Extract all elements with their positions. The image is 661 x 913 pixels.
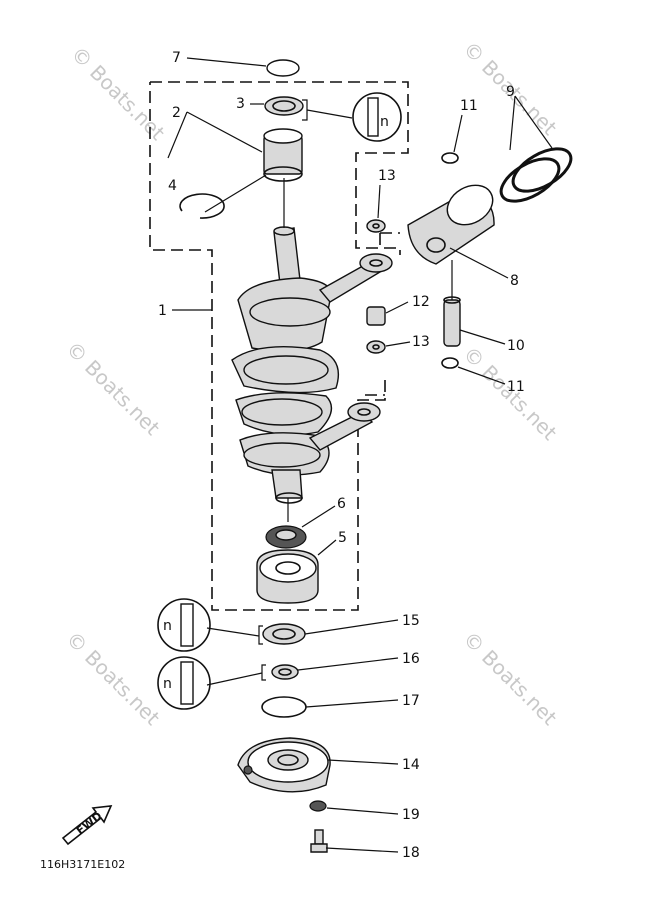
leader-7 (186, 57, 267, 67)
label-3: 3 (236, 96, 245, 112)
connecting-rod-lower (308, 411, 374, 451)
o-ring-17 (261, 696, 307, 718)
label-18: 18 (402, 845, 420, 861)
label-12: 12 (412, 294, 430, 310)
ball-bearing-5-bore (275, 561, 301, 575)
lip-symbol-16-glyph: n (163, 676, 172, 692)
rod-bracket-dashes (365, 232, 400, 396)
leader-13-upper (377, 184, 381, 219)
leader-9 (509, 95, 553, 151)
bolt-18-shank (314, 829, 324, 845)
leader-13-lower (385, 341, 411, 347)
bearing-housing-14 (237, 737, 331, 793)
label-16: 16 (402, 651, 420, 667)
leader-12 (385, 301, 409, 314)
leader-17 (305, 699, 399, 708)
lip-symbol-top-glyph: n (380, 114, 389, 130)
bolt-18-head (310, 843, 328, 853)
watermark-mid-left: © Boats.net (61, 337, 164, 440)
leader-5 (317, 539, 337, 556)
rod-small-end-upper-hole (369, 259, 383, 267)
leader-8 (449, 247, 509, 279)
label-6: 6 (337, 496, 346, 512)
circlip-4 (179, 193, 225, 219)
assembly-outline (149, 81, 409, 611)
label-11-lower: 11 (507, 379, 525, 395)
oil-seal-15-inner (272, 628, 296, 640)
label-14: 14 (402, 757, 420, 773)
piston-ring-9b (511, 147, 573, 193)
circlip-11-lower (441, 357, 459, 369)
piston-8 (407, 184, 495, 265)
rod-small-end-lower-hole (357, 408, 371, 416)
label-8: 8 (510, 273, 519, 289)
label-13-upper: 13 (378, 168, 396, 184)
rod-small-end-lower (347, 402, 381, 422)
washer-13-upper (366, 219, 386, 233)
leader-10 (459, 329, 506, 345)
seal-lip-symbol-16: n (157, 656, 263, 710)
drawing-code: 116H3171E102 (40, 858, 125, 871)
forward-arrow: FWD (61, 805, 113, 846)
leader-6 (301, 505, 336, 528)
rod-small-end-upper (359, 253, 393, 273)
seal-15-bracket (258, 625, 263, 645)
label-1: 1 (158, 303, 167, 319)
o-ring-7 (266, 59, 300, 77)
bearing-2-bottom (263, 166, 303, 182)
label-19: 19 (402, 807, 420, 823)
leader-11-upper (453, 114, 463, 153)
leader-11-lower (457, 366, 506, 385)
oil-seal-16-inner (278, 668, 292, 676)
seal-lip-symbol-15: n (157, 598, 260, 652)
circlip-11-upper (441, 152, 459, 164)
seal-16-bracket (261, 664, 266, 681)
label-13-lower: 13 (412, 334, 430, 350)
ball-bearing-5-face (259, 553, 317, 583)
label-10: 10 (507, 338, 525, 354)
washer-13-lower-hole (372, 344, 380, 350)
oil-seal-15 (262, 623, 306, 645)
label-2: 2 (172, 105, 181, 121)
oil-seal-3 (264, 96, 304, 116)
washer-13-upper-hole (372, 223, 380, 229)
needle-bearing-12 (366, 306, 386, 326)
label-15: 15 (402, 613, 420, 629)
leader-4 (204, 174, 267, 213)
label-9: 9 (506, 84, 515, 100)
leader-18 (325, 847, 399, 853)
label-4: 4 (168, 178, 177, 194)
leader-2 (167, 111, 263, 159)
leader-14 (327, 759, 399, 765)
lip-symbol-15-glyph: n (163, 618, 172, 634)
label-7: 7 (172, 50, 181, 66)
leader-19 (326, 807, 399, 815)
oil-seal-16 (271, 664, 299, 680)
washer-19 (309, 800, 327, 812)
label-17: 17 (402, 693, 420, 709)
piston-pin-10 (443, 299, 461, 347)
seal-lip-symbol-top: n (302, 92, 402, 142)
drive-gear-6-hub (275, 529, 297, 541)
washer-13-lower (366, 340, 386, 354)
crankshaft-1 (231, 226, 340, 504)
leader-15 (304, 619, 399, 635)
label-5: 5 (338, 530, 347, 546)
watermark-top-left: © Boats.net (66, 42, 169, 145)
watermark-low-left: © Boats.net (61, 627, 164, 730)
watermark-low-right: © Boats.net (458, 627, 561, 730)
oil-seal-3-inner (272, 100, 296, 112)
leader-16 (297, 657, 399, 671)
label-11-upper: 11 (460, 98, 478, 114)
bearing-2-top (263, 128, 303, 144)
